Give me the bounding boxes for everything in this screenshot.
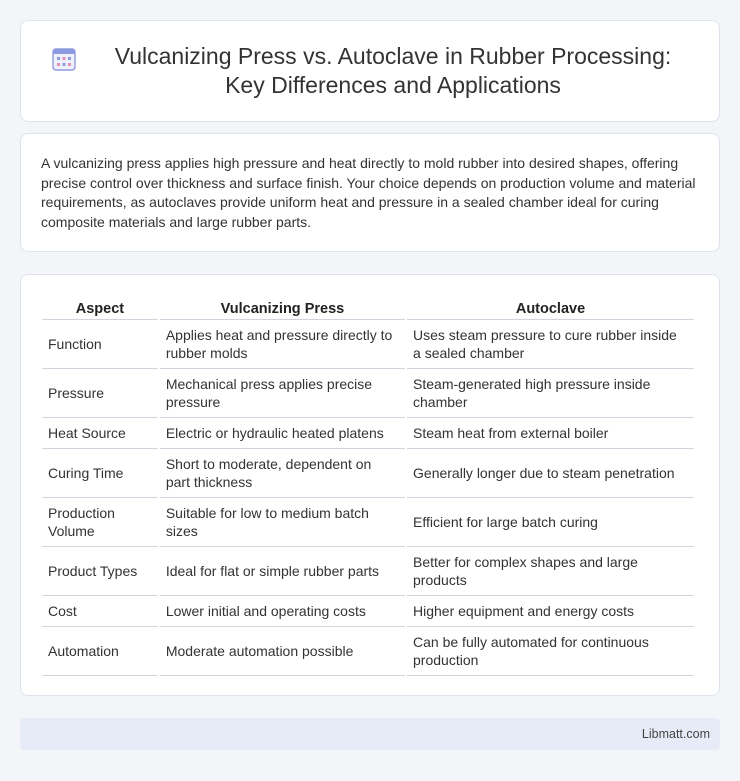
title-wrap: Vulcanizing Press vs. Autoclave in Rubbe… [21,42,719,100]
table-header-row: Aspect Vulcanizing Press Autoclave [42,295,694,320]
table-cell-autoclave: Steam heat from external boiler [407,418,694,449]
comparison-card: Aspect Vulcanizing Press Autoclave Funct… [20,274,720,696]
intro-paragraph: A vulcanizing press applies high pressur… [41,155,696,230]
table-row: Cost Lower initial and operating costs H… [42,596,694,627]
table-cell-press: Mechanical press applies precise pressur… [159,369,406,418]
table-row: Curing Time Short to moderate, dependent… [42,449,694,498]
table-cell-aspect: Curing Time [42,449,158,498]
source-link[interactable]: Libmatt.com [641,727,710,741]
table-cell-autoclave: Efficient for large batch curing [407,498,694,547]
table-row: Product Types Ideal for flat or simple r… [42,547,694,596]
table-cell-aspect: Production Volume [42,498,158,547]
table-cell-autoclave: Can be fully automated for continuous pr… [407,627,694,676]
table-cell-press: Applies heat and pressure directly to ru… [159,320,406,369]
table-cell-press: Short to moderate, dependent on part thi… [159,449,406,498]
table-cell-press: Electric or hydraulic heated platens [159,418,406,449]
table-cell-press: Ideal for flat or simple rubber parts [159,547,406,596]
table-cell-autoclave: Higher equipment and energy costs [407,596,694,627]
table-cell-autoclave: Generally longer due to steam penetratio… [407,449,694,498]
table-row: Function Applies heat and pressure direc… [42,320,694,369]
title-card: Vulcanizing Press vs. Autoclave in Rubbe… [20,20,720,122]
table-cell-autoclave: Uses steam pressure to cure rubber insid… [407,320,694,369]
table-cell-press: Suitable for low to medium batch sizes [159,498,406,547]
comparison-table: Aspect Vulcanizing Press Autoclave Funct… [40,295,696,676]
page-title: Vulcanizing Press vs. Autoclave in Rubbe… [114,43,672,98]
table-cell-press: Lower initial and operating costs [159,596,406,627]
table-cell-aspect: Pressure [42,369,158,418]
table-cell-aspect: Function [42,320,158,369]
table-cell-aspect: Product Types [42,547,158,596]
table-cell-aspect: Cost [42,596,158,627]
table-cell-aspect: Automation [42,627,158,676]
intro-card: A vulcanizing press applies high pressur… [20,133,720,252]
footer: Libmatt.com [20,718,720,750]
column-header-aspect: Aspect [42,295,158,320]
column-header-vulcanizing-press: Vulcanizing Press [159,295,406,320]
table-cell-autoclave: Better for complex shapes and large prod… [407,547,694,596]
calendar-grid-icon [52,48,76,71]
column-header-autoclave: Autoclave [407,295,694,320]
table-cell-press: Moderate automation possible [159,627,406,676]
table-row: Automation Moderate automation possible … [42,627,694,676]
table-cell-autoclave: Steam-generated high pressure inside cha… [407,369,694,418]
table-row: Production Volume Suitable for low to me… [42,498,694,547]
table-row: Heat Source Electric or hydraulic heated… [42,418,694,449]
table-cell-aspect: Heat Source [42,418,158,449]
table-row: Pressure Mechanical press applies precis… [42,369,694,418]
